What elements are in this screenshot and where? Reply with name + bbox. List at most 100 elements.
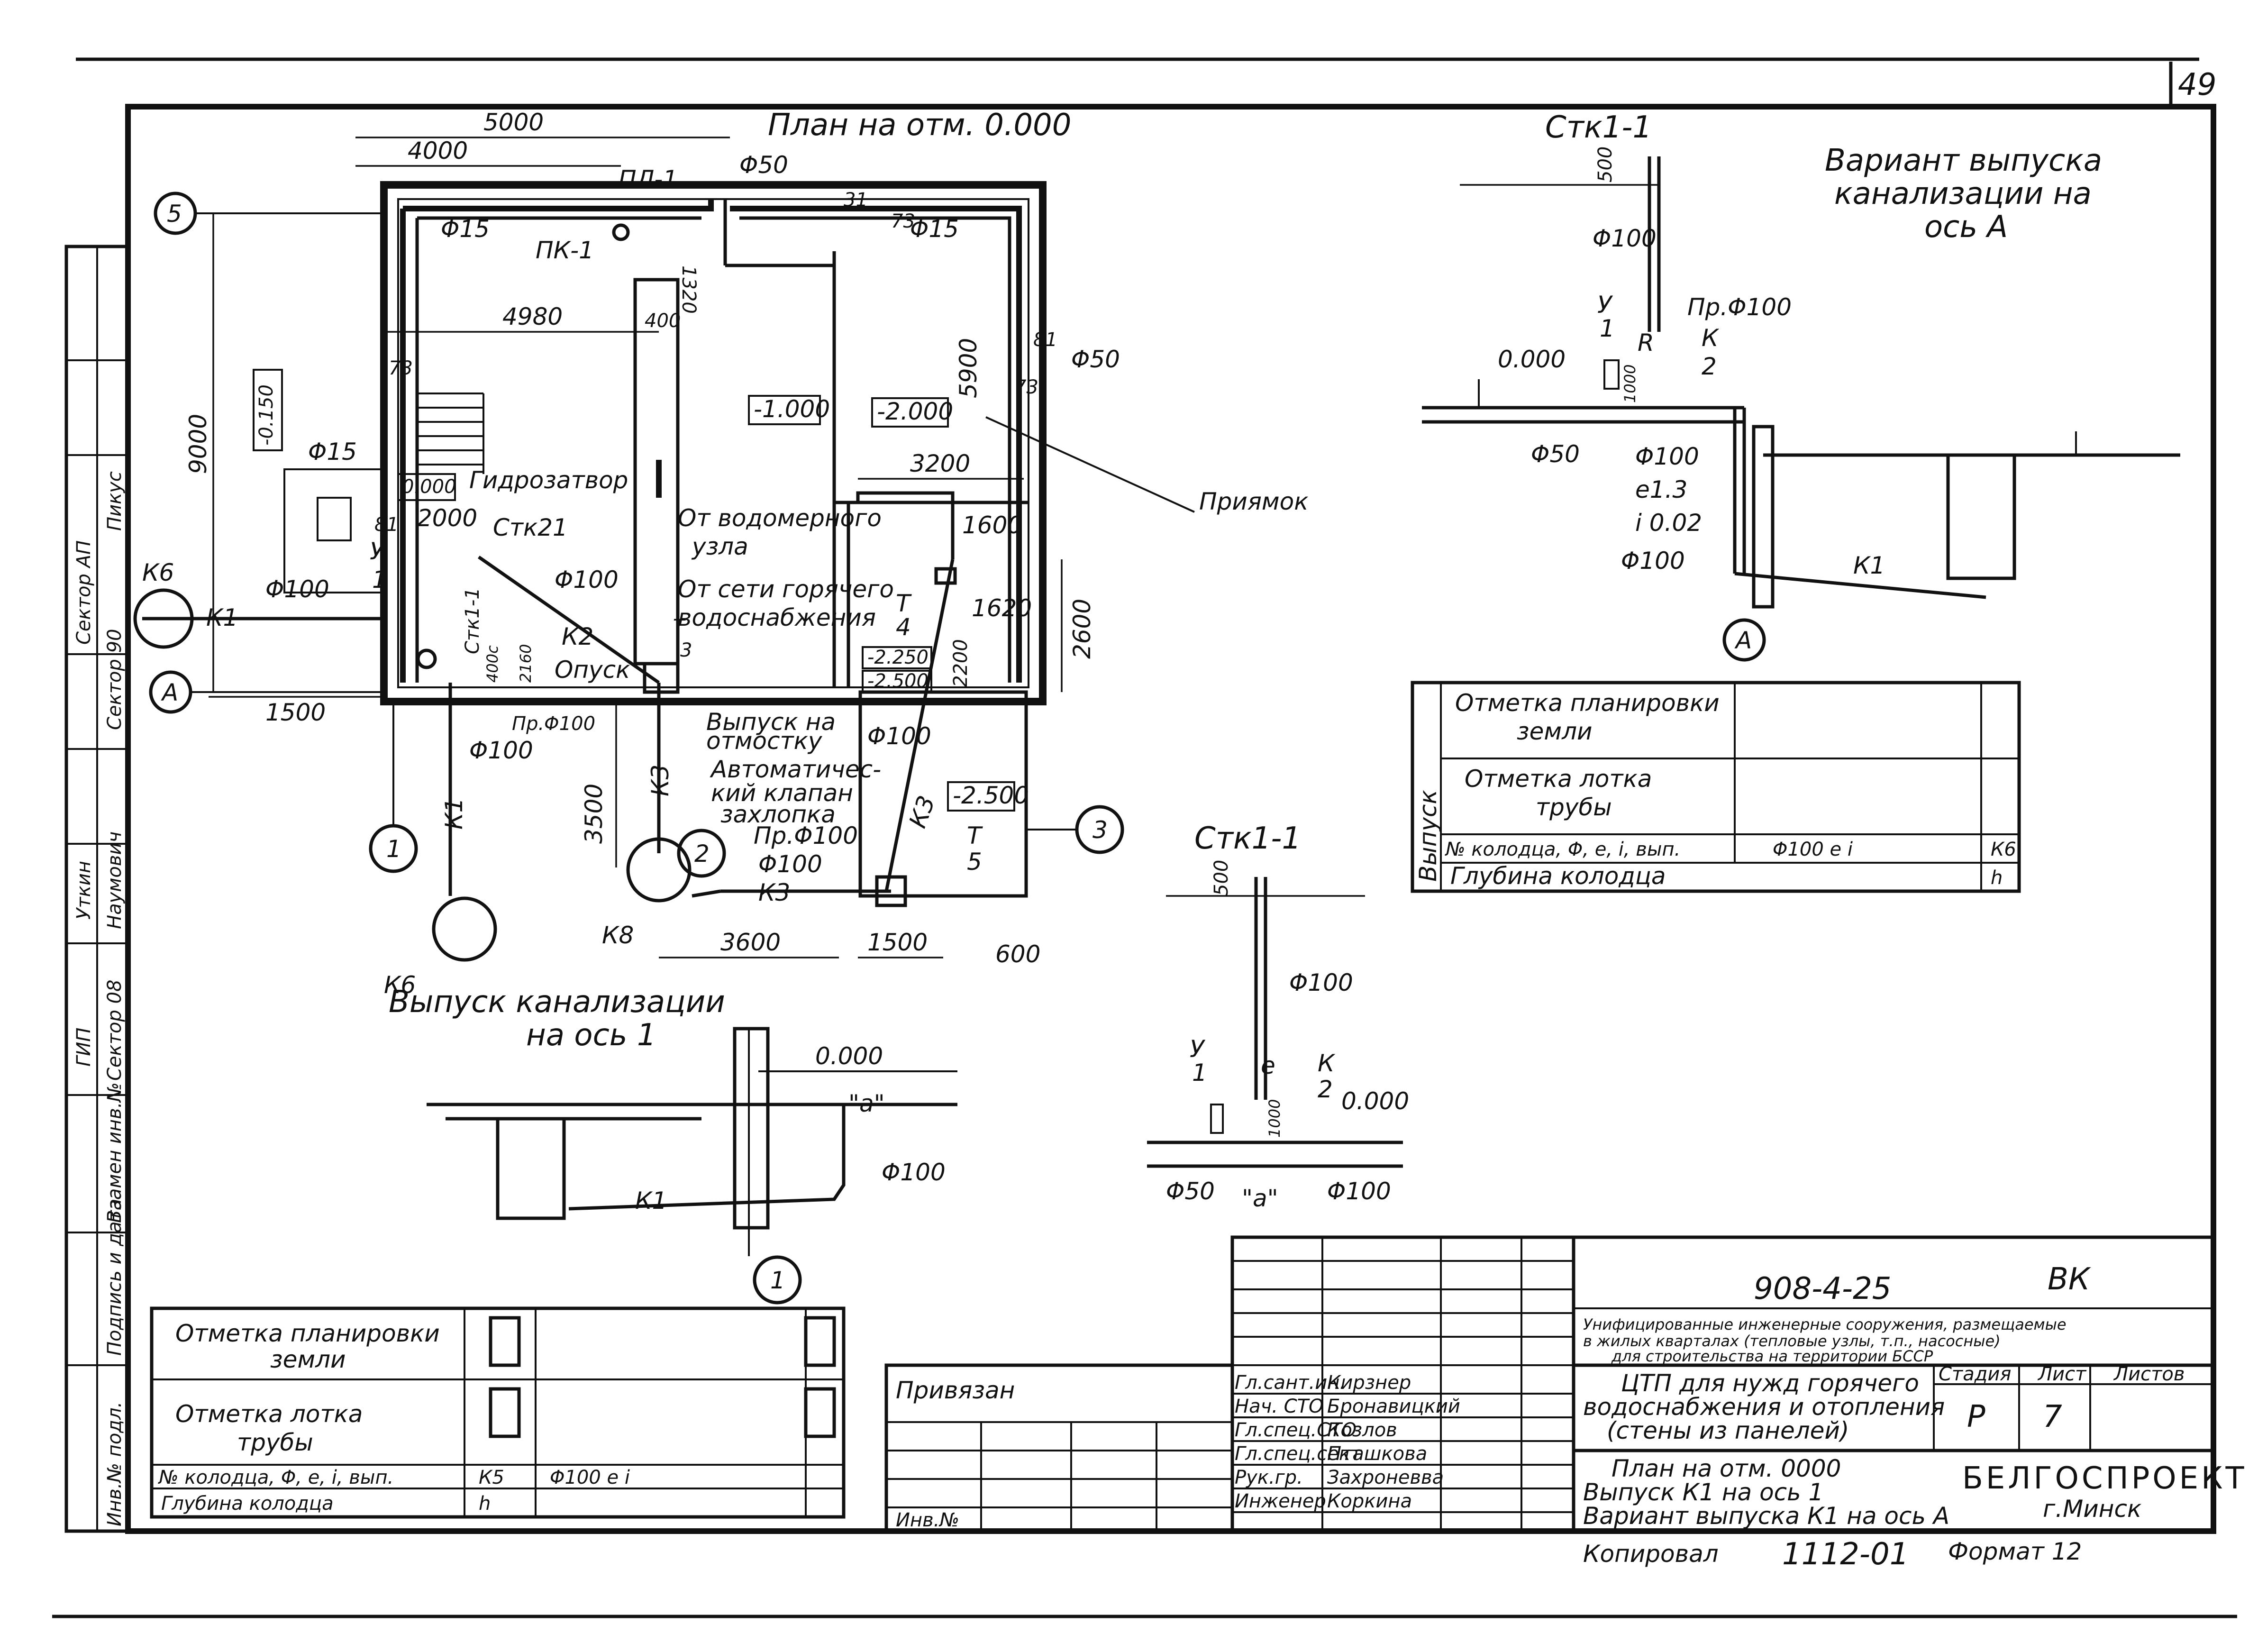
svg-text:Стк1-1: Стк1-1 [462, 587, 483, 654]
svg-text:(стены из панелей): (стены из панелей) [1607, 1417, 1849, 1444]
svg-text:Φ100: Φ100 [469, 737, 533, 764]
svg-text:Козлов: Козлов [1327, 1419, 1397, 1441]
svg-text:Опуск: Опуск [555, 656, 630, 684]
svg-text:кий клапан: кий клапан [711, 779, 853, 807]
stamp-sector90: Сектор 90 [104, 629, 126, 730]
svg-text:Глубина колодца: Глубина колодца [1450, 862, 1666, 890]
axis-1-section-marker [753, 1255, 802, 1305]
section-stk11-bottom: Стк1-1 500 Φ100 У 1 К 2 е 1000 0.000 Φ50… [1147, 821, 1409, 1212]
trap [643, 662, 680, 694]
stamp-sector08: Сектор 08 [104, 980, 126, 1081]
svg-text:"а": "а" [1242, 1185, 1278, 1212]
svg-text:1: 1 [1600, 315, 1615, 342]
svg-text:Выпуск на: Выпуск на [706, 708, 836, 736]
svg-text:Отметка планировки: Отметка планировки [1455, 689, 1720, 717]
svg-text:К1: К1 [1853, 552, 1885, 579]
cabinet [283, 468, 385, 593]
well-k8 [626, 837, 692, 903]
svg-text:У: У [370, 538, 386, 565]
plan-view: План на отм. 0.000 [133, 108, 1308, 999]
svg-text:Φ100: Φ100 [1621, 547, 1685, 575]
svg-text:-1.000: -1.000 [754, 395, 830, 423]
svg-text:1112-01: 1112-01 [1782, 1537, 1909, 1572]
svg-text:1000: 1000 [1266, 1099, 1284, 1138]
svg-text:0.000: 0.000 [1498, 346, 1566, 373]
inv-label: Инв.№ [896, 1509, 959, 1531]
svg-text:500: 500 [1211, 860, 1232, 896]
pit [858, 690, 1028, 898]
svg-text:Пр.Φ100: Пр.Φ100 [1687, 293, 1792, 321]
svg-text:3600: 3600 [720, 929, 781, 956]
svg-text:400с: 400с [483, 645, 501, 683]
svg-text:Φ100: Φ100 [1593, 225, 1657, 252]
svg-text:Φ50: Φ50 [739, 151, 788, 179]
svg-text:Лист: Лист [2037, 1363, 2087, 1385]
svg-text:отмостку: отмостку [706, 727, 823, 755]
svg-text:2: 2 [1702, 353, 1717, 380]
svg-text:№ колодца, Φ, е, i, вып.: № колодца, Φ, е, i, вып. [158, 1467, 393, 1488]
svg-text:К1: К1 [440, 798, 468, 830]
org-name: БЕЛГОСПРОЕКТ [1962, 1461, 2247, 1496]
label-vodomer: От водомерного [678, 504, 882, 532]
axis-1-marker [369, 824, 418, 873]
axis-2-marker [677, 829, 726, 878]
svg-text:Отметка лотка: Отметка лотка [175, 1400, 363, 1428]
riser-pipe [733, 1027, 770, 1230]
variant-line2: канализации на [1834, 176, 2092, 211]
svg-text:Φ100: Φ100 [555, 566, 619, 593]
label-k8: К8 [602, 922, 634, 949]
svg-text:Пр.Φ100: Пр.Φ100 [512, 713, 595, 735]
plan-title: План на отм. 0.000 [768, 108, 1071, 143]
svg-text:-2.500: -2.500 [953, 782, 1029, 809]
svg-text:Автоматичес-: Автоматичес- [710, 756, 881, 783]
stamp-sectorap: Сектор АП [73, 540, 95, 645]
section-stk11-top: Стк1-1 500 Φ100 У 1 Пр.Φ100 R К 2 1000 0… [1422, 110, 2180, 662]
svg-text:г.Минск: г.Минск [2043, 1495, 2141, 1523]
svg-text:Φ50: Φ50 [1531, 440, 1580, 468]
pipe-k2 [477, 556, 660, 684]
svg-text:трубы: трубы [237, 1429, 313, 1456]
svg-text:К1: К1 [635, 1187, 667, 1214]
axis-a-label: А [161, 679, 178, 706]
svg-text:Стк21: Стк21 [493, 514, 568, 541]
svg-text:Отметка лотка: Отметка лотка [1465, 765, 1652, 793]
table-left: Отметка планировки земли Отметка лотка т… [150, 1306, 846, 1519]
svg-text:К: К [1702, 324, 1720, 352]
svg-text:Листов: Листов [2113, 1363, 2185, 1385]
sheet-number: 49 [2178, 67, 2216, 102]
axis-1-label: 1 [386, 835, 401, 863]
svg-text:Выпуск: Выпуск [1414, 790, 1442, 882]
svg-text:1: 1 [372, 566, 387, 593]
label-k6-bottom: К6 [384, 971, 416, 999]
svg-text:Инженер: Инженер [1235, 1490, 1326, 1512]
svg-text:1620: 1620 [972, 594, 1032, 622]
svg-text:31: 31 [844, 189, 868, 211]
svg-text:Вариант выпуска К1 на ось А: Вариант выпуска К1 на ось А [1583, 1502, 1949, 1530]
stamp-utkin: Уткин [73, 861, 95, 920]
svg-text:К5: К5 [479, 1467, 504, 1488]
svg-text:в жилых кварталах (тепловые уз: в жилых кварталах (тепловые узлы, т.п., … [1583, 1332, 2001, 1350]
svg-text:Глубина колодца: Глубина колодца [161, 1493, 334, 1515]
svg-text:5900: 5900 [955, 338, 982, 398]
svg-text:4: 4 [896, 613, 911, 641]
axis-a-top-marker [1722, 618, 1766, 662]
svg-text:е: е [1261, 1052, 1275, 1079]
svg-text:Коркина: Коркина [1327, 1490, 1412, 1512]
svg-text:T: T [967, 822, 983, 849]
svg-text:Φ15: Φ15 [910, 215, 959, 243]
svg-text:У: У [1597, 291, 1613, 319]
title-block: Привязан Инв.№ Гл.сант.ин. Кирзнер Нач. … [884, 1235, 2247, 1572]
svg-text:81: 81 [1033, 329, 1057, 351]
svg-text:К: К [1318, 1050, 1336, 1077]
stk11-top-title: Стк1-1 [1545, 110, 1652, 145]
svg-text:2000: 2000 [417, 504, 477, 532]
axis-3-label: 3 [1093, 816, 1108, 844]
label-pl1: ПЛ-1 [619, 165, 678, 193]
svg-text:500: 500 [1594, 146, 1616, 183]
label-priyamok: Приямок [1199, 488, 1308, 515]
label-gidrozatvor: Гидрозатвор [469, 466, 628, 494]
side-stamp: ГИП Сектор 08 Уткин Наумович Сектор 90 С… [64, 245, 130, 1533]
svg-text:для строительства на территори: для строительства на территории БССР [1611, 1347, 1933, 1365]
svg-text:T: T [673, 616, 686, 638]
svg-text:1500: 1500 [265, 699, 326, 726]
